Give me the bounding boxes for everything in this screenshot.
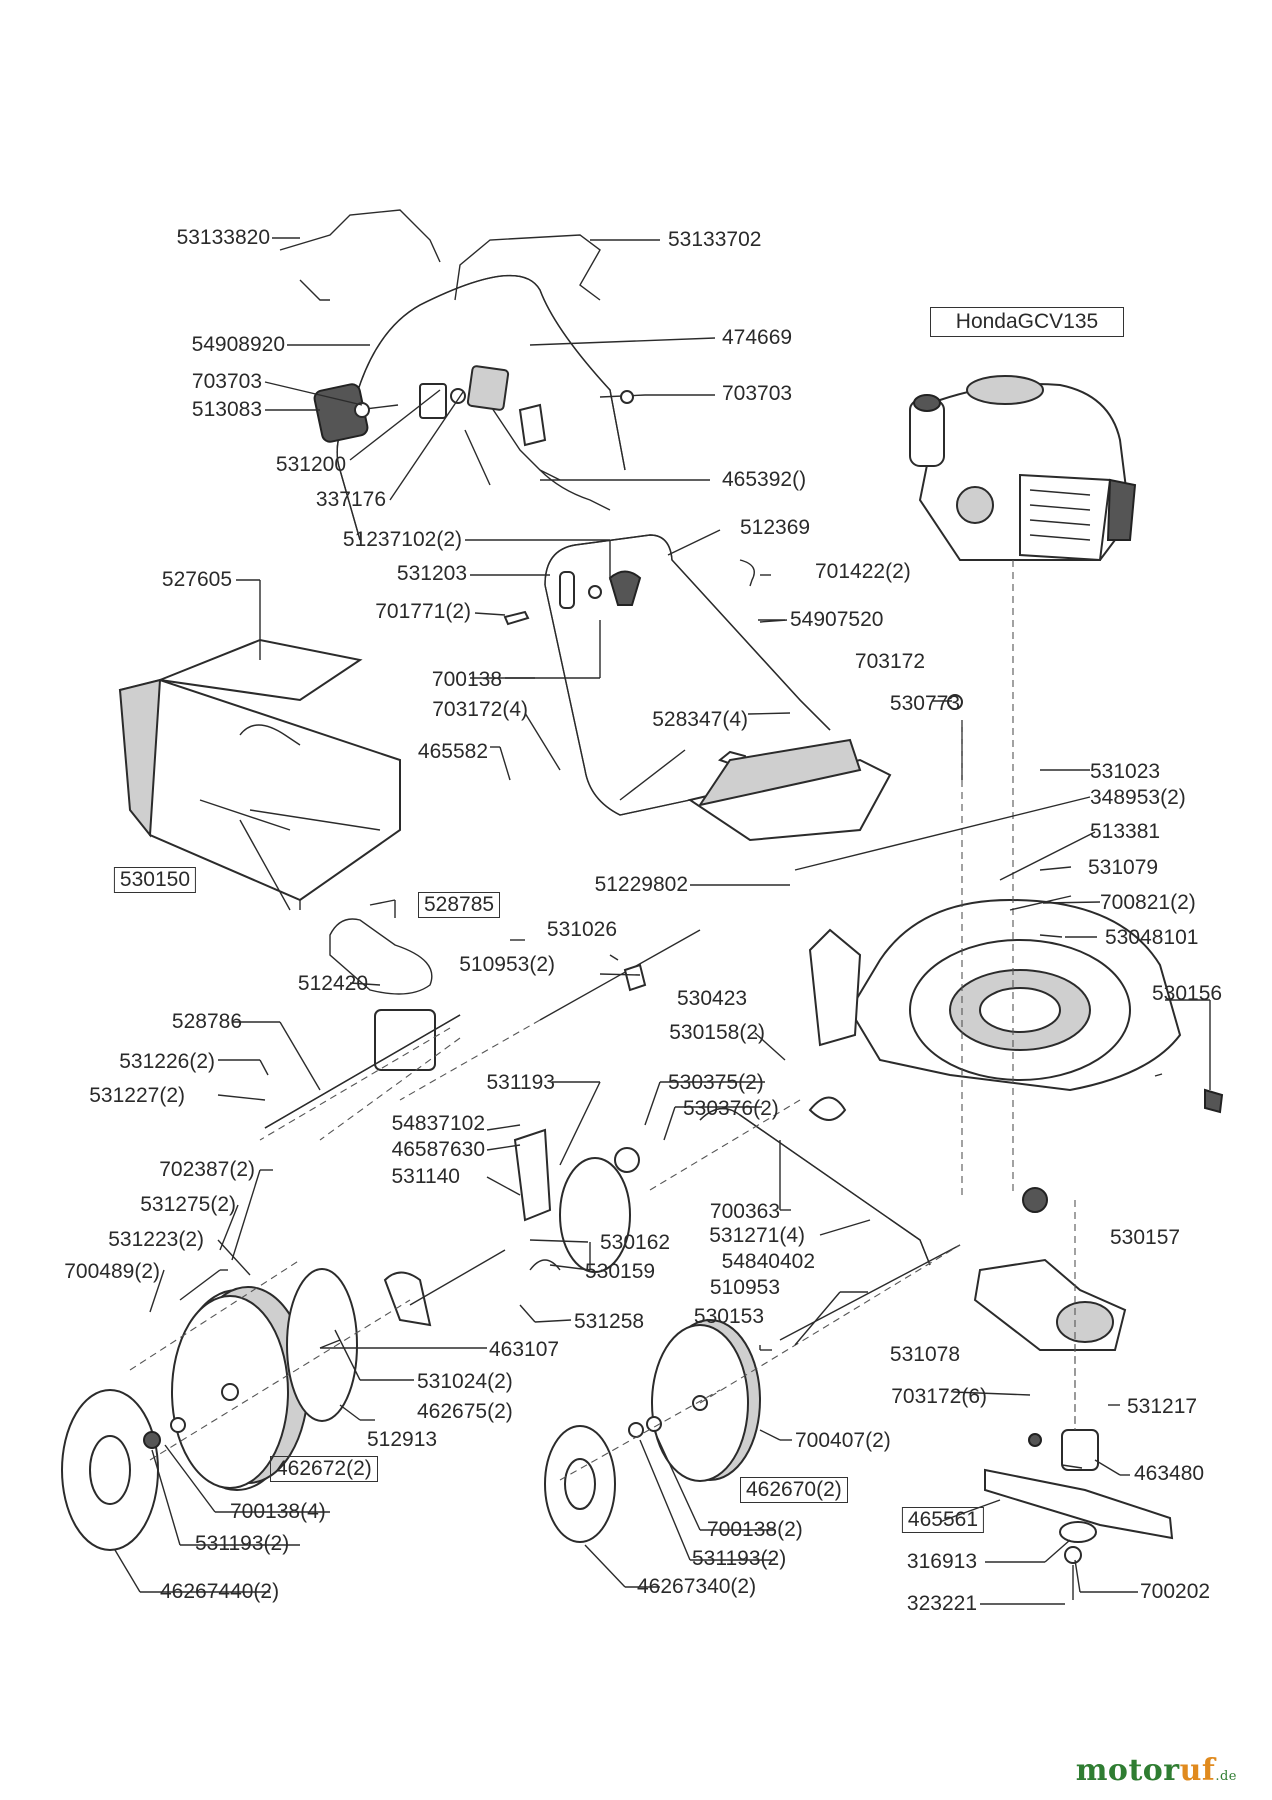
part-label: 703703 bbox=[722, 382, 793, 405]
part-label-boxed: 465561 bbox=[901, 1507, 984, 1533]
part-label: 700138 bbox=[431, 668, 502, 691]
part-label: 53133820 bbox=[176, 226, 270, 249]
part-label: 530158(2) bbox=[669, 1021, 765, 1044]
part-label: 531226(2) bbox=[119, 1050, 215, 1073]
lower-handle-drawing bbox=[503, 534, 963, 816]
part-label: 530423 bbox=[677, 987, 748, 1010]
part-label: 530157 bbox=[1110, 1226, 1181, 1249]
part-label: 531271(4) bbox=[709, 1224, 805, 1247]
part-label: 531078 bbox=[889, 1343, 960, 1366]
part-label: 531024(2) bbox=[417, 1370, 513, 1393]
wheels-drawing bbox=[61, 1268, 761, 1551]
part-label: 51237102(2) bbox=[342, 528, 462, 551]
drive-drawing bbox=[264, 918, 847, 1129]
engine-drawing bbox=[909, 375, 1137, 562]
part-label: 530773 bbox=[889, 692, 960, 715]
part-label: 528786 bbox=[171, 1010, 242, 1033]
part-label-boxed: 462672(2) bbox=[270, 1456, 378, 1482]
part-label: 53133702 bbox=[668, 228, 762, 251]
part-label: 703703 bbox=[191, 370, 262, 393]
part-label: 527605 bbox=[161, 568, 232, 591]
engine-model-label: HondaGCV135 bbox=[930, 307, 1124, 337]
part-label: 531193(2) bbox=[692, 1547, 787, 1570]
part-label: 530162 bbox=[600, 1231, 671, 1254]
part-label: 463107 bbox=[489, 1338, 560, 1361]
part-label: 531275(2) bbox=[140, 1193, 236, 1216]
blade-drawing bbox=[984, 1429, 1174, 1600]
part-label: 512369 bbox=[740, 516, 811, 539]
part-label: 474669 bbox=[722, 326, 793, 349]
part-label-boxed: 462670(2) bbox=[740, 1477, 848, 1503]
part-label: 530376(2) bbox=[683, 1097, 779, 1120]
part-label: 510953 bbox=[709, 1276, 780, 1299]
part-label: 700202 bbox=[1140, 1580, 1211, 1603]
part-label: 700138(4) bbox=[230, 1500, 326, 1523]
part-label: 700821(2) bbox=[1100, 891, 1196, 914]
part-label: 513381 bbox=[1090, 820, 1161, 843]
part-label-boxed: 528785 bbox=[418, 892, 501, 918]
part-label: 531258 bbox=[574, 1310, 645, 1333]
part-label: 46267440(2) bbox=[160, 1580, 280, 1603]
part-label: 323221 bbox=[906, 1592, 977, 1615]
part-label: 703172 bbox=[854, 650, 925, 673]
part-label: 316913 bbox=[906, 1550, 977, 1573]
part-label: 531079 bbox=[1088, 856, 1159, 879]
part-label: 510953(2) bbox=[459, 953, 555, 976]
part-label: 531223(2) bbox=[108, 1228, 204, 1251]
part-label: 703172(6) bbox=[891, 1385, 987, 1408]
part-label: 465392() bbox=[722, 468, 807, 491]
mower-deck-drawing bbox=[687, 738, 1224, 1213]
part-label: 531200 bbox=[275, 453, 346, 476]
part-label: 54908920 bbox=[191, 333, 285, 356]
part-label: 700363 bbox=[709, 1200, 780, 1223]
grass-catcher-drawing bbox=[118, 638, 401, 911]
part-label: 531227(2) bbox=[89, 1084, 185, 1107]
part-label: 348953(2) bbox=[1090, 786, 1186, 809]
rear-axle-drawing bbox=[383, 1107, 1127, 1447]
part-label: 531203 bbox=[396, 562, 467, 585]
part-label: 512913 bbox=[367, 1428, 438, 1451]
part-label: 51229802 bbox=[594, 873, 688, 896]
part-label: 531193(2) bbox=[195, 1532, 290, 1555]
handle-fasteners bbox=[313, 365, 646, 486]
part-label: 46267340(2) bbox=[637, 1575, 757, 1598]
part-label: 700489(2) bbox=[64, 1260, 160, 1283]
part-label: 531023 bbox=[1090, 760, 1161, 783]
assembly-dashed-lines bbox=[129, 560, 1076, 1481]
part-label: 530153 bbox=[693, 1305, 764, 1328]
part-label: 530375(2) bbox=[668, 1071, 764, 1094]
part-label: 54837102 bbox=[391, 1112, 485, 1135]
part-label: 531193 bbox=[486, 1071, 555, 1094]
part-label-boxed: 530150 bbox=[113, 867, 196, 893]
part-label: 53048101 bbox=[1105, 926, 1199, 949]
part-label: 531217 bbox=[1127, 1395, 1198, 1418]
part-label: 463480 bbox=[1134, 1462, 1205, 1485]
part-label: 528347(4) bbox=[652, 708, 748, 731]
part-label: 46587630 bbox=[391, 1138, 485, 1161]
part-label: 513083 bbox=[191, 398, 262, 421]
part-label: 531026 bbox=[546, 918, 617, 941]
part-label: 702387(2) bbox=[159, 1158, 255, 1181]
part-label: 54907520 bbox=[790, 608, 884, 631]
part-label: 530156 bbox=[1152, 982, 1223, 1005]
part-label: 703172(4) bbox=[432, 698, 528, 721]
part-label: 462675(2) bbox=[417, 1400, 513, 1423]
brand-logo: motoruf.de bbox=[1075, 1753, 1237, 1788]
part-label: 531140 bbox=[391, 1165, 460, 1188]
part-label: 465582 bbox=[417, 740, 488, 763]
part-label: 337176 bbox=[315, 488, 386, 511]
part-label: 54840402 bbox=[721, 1250, 815, 1273]
leader-lines bbox=[114, 237, 1211, 1605]
part-label: 701771(2) bbox=[375, 600, 471, 623]
part-label: 530159 bbox=[585, 1260, 656, 1283]
part-label: 700138(2) bbox=[707, 1518, 803, 1541]
part-label: 512420 bbox=[297, 972, 368, 995]
part-label: 700407(2) bbox=[795, 1429, 891, 1452]
part-label: 701422(2) bbox=[815, 560, 911, 583]
